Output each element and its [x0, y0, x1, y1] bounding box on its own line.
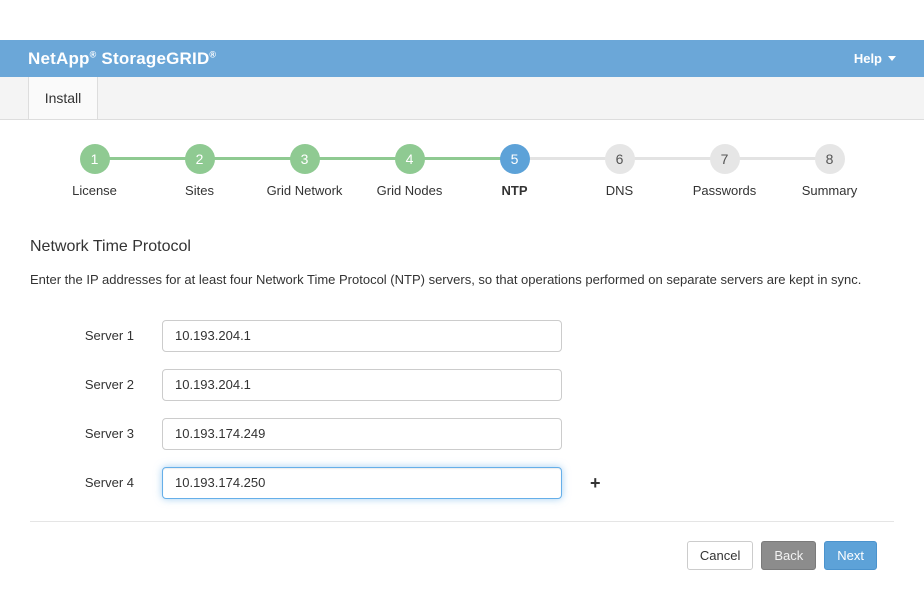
- server-3-label: Server 3: [84, 426, 134, 442]
- page-title: Network Time Protocol: [30, 238, 191, 255]
- wizard-step-grid-network[interactable]: 3 Grid Network: [199, 144, 357, 198]
- footer-divider: [30, 520, 894, 522]
- step-number-circle: 8: [814, 144, 845, 174]
- page-top-margin: [0, 0, 924, 40]
- ntp-page-content: Network Time Protocol Enter the IP addre…: [0, 238, 924, 499]
- server-4-label: Server 4: [84, 475, 134, 491]
- wizard-step-dns[interactable]: 6 DNS: [514, 144, 672, 198]
- step-label: Sites: [185, 183, 214, 198]
- registered-mark: ®: [209, 48, 217, 59]
- help-menu[interactable]: Help: [854, 51, 896, 66]
- server-2-input[interactable]: [162, 368, 562, 401]
- server-1-input[interactable]: [162, 319, 562, 352]
- step-label: Passwords: [692, 183, 757, 198]
- back-button[interactable]: Back: [761, 540, 817, 571]
- step-label: DNS: [605, 183, 634, 198]
- help-menu-label: Help: [853, 51, 882, 66]
- tab-install-label: Install: [44, 90, 82, 106]
- server-row: Server 3: [30, 417, 894, 450]
- wizard-step-license[interactable]: 1 License: [42, 144, 147, 198]
- step-number-circle: 2: [184, 144, 215, 174]
- wizard-step-summary[interactable]: 8 Summary: [724, 144, 882, 198]
- caret-down-icon: [888, 56, 896, 61]
- server-2-label: Server 2: [84, 377, 134, 393]
- wizard-step-ntp[interactable]: 5 NTP: [409, 144, 567, 198]
- next-button[interactable]: Next: [824, 540, 877, 571]
- app-header: NetApp® StorageGRID® Help: [0, 40, 924, 77]
- add-server-button[interactable]: +: [590, 474, 601, 492]
- server-row: Server 4 +: [30, 466, 894, 499]
- server-row: Server 2: [30, 368, 894, 401]
- server-row: Server 1: [30, 319, 894, 352]
- tab-bar: Install: [0, 77, 924, 120]
- server-3-input[interactable]: [162, 417, 562, 450]
- plus-icon: +: [590, 472, 601, 493]
- server-1-label: Server 1: [84, 328, 134, 344]
- footer-actions: Cancel Back Next: [0, 540, 877, 571]
- wizard-step-sites[interactable]: 2 Sites: [94, 144, 252, 198]
- step-number-circle: 5: [499, 144, 530, 174]
- server-4-input[interactable]: [162, 466, 562, 499]
- step-label: Grid Network: [266, 183, 343, 198]
- brand-netapp: NetApp: [28, 48, 90, 68]
- wizard-step-passwords[interactable]: 7 Passwords: [619, 144, 777, 198]
- step-label: Summary: [801, 183, 858, 198]
- step-number-circle: 3: [289, 144, 320, 174]
- registered-mark: ®: [89, 48, 97, 59]
- wizard-step-grid-nodes[interactable]: 4 Grid Nodes: [304, 144, 462, 198]
- step-label: License: [72, 183, 117, 198]
- brand-title: NetApp® StorageGRID®: [28, 49, 216, 69]
- tab-install[interactable]: Install: [28, 77, 98, 119]
- step-number-circle: 1: [79, 144, 110, 174]
- step-label: NTP: [501, 183, 528, 198]
- installer-app: NetApp® StorageGRID® Help Install 1 Lice…: [0, 0, 924, 571]
- step-label: Grid Nodes: [376, 183, 443, 198]
- page-description: Enter the IP addresses for at least four…: [30, 272, 862, 288]
- install-step-wizard: 1 License 2 Sites 3 Grid Network 4 Grid …: [42, 144, 882, 198]
- brand-storagegrid: StorageGRID: [101, 48, 210, 68]
- cancel-button[interactable]: Cancel: [686, 540, 754, 571]
- step-number-circle: 6: [604, 144, 635, 174]
- step-number-circle: 7: [709, 144, 740, 174]
- step-number-circle: 4: [394, 144, 425, 174]
- ntp-servers-form: Server 1 Server 2 Server 3 Server 4 +: [30, 319, 894, 499]
